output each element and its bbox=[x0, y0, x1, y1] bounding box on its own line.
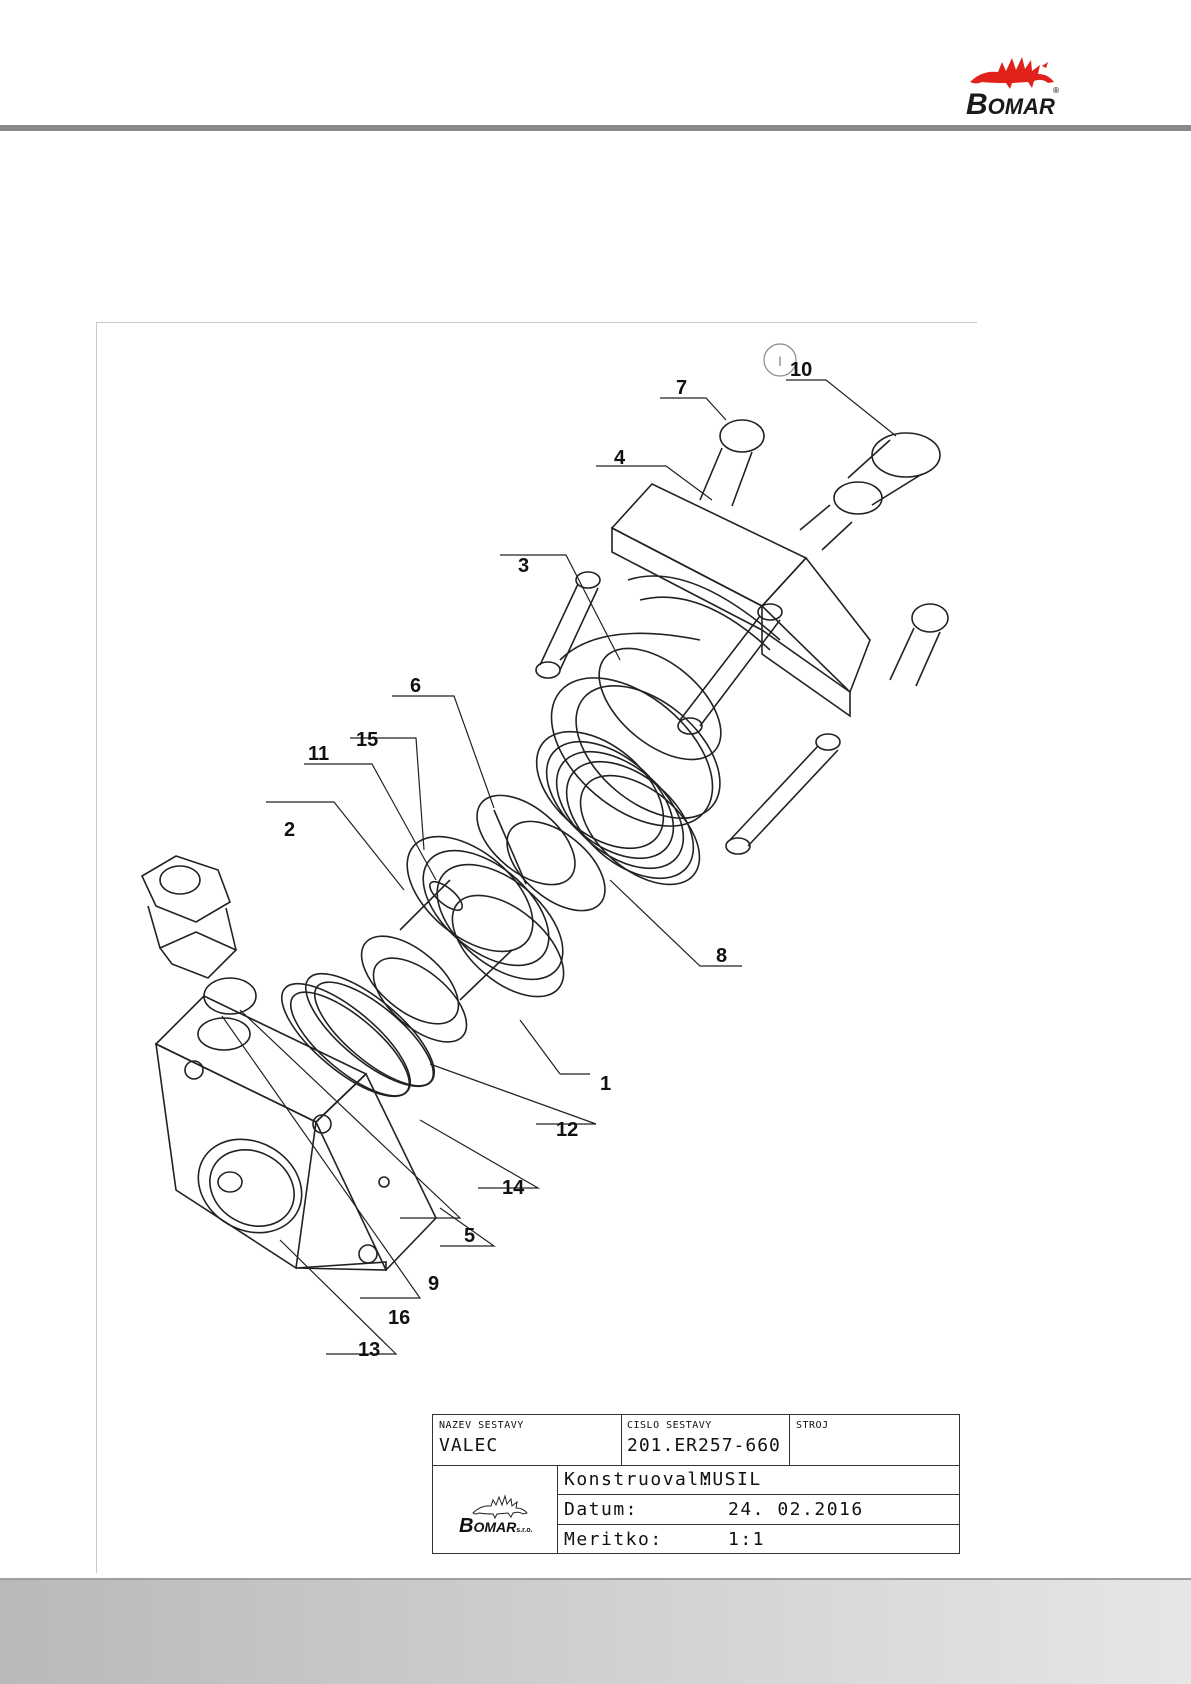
part-4-flange bbox=[612, 484, 870, 716]
callout-8: 8 bbox=[716, 945, 727, 967]
callout-5: 5 bbox=[464, 1225, 475, 1247]
designer-value: MUSIL bbox=[700, 1469, 762, 1490]
part-2-rod bbox=[346, 880, 512, 1057]
scale-row: Meritko: 1:1 bbox=[558, 1525, 959, 1554]
callout-2: 2 bbox=[284, 819, 295, 841]
callout-7: 7 bbox=[676, 377, 687, 399]
title-block-logo: BOMARs.r.o. bbox=[433, 1465, 558, 1553]
assembly-number: 201.ER257-660 bbox=[627, 1435, 781, 1456]
assembly-number-cell: CISLO SESTAVY 201.ER257-660 bbox=[621, 1415, 790, 1465]
callout-1: 1 bbox=[600, 1073, 611, 1095]
callout-14: 14 bbox=[502, 1177, 525, 1199]
assembly-name: VALEC bbox=[439, 1435, 498, 1456]
part-10-plug bbox=[800, 433, 940, 550]
date-row: Datum: 24. 02.2016 bbox=[558, 1495, 959, 1525]
circled-marker: I bbox=[778, 353, 782, 369]
designer-row: Konstruoval: MUSIL bbox=[558, 1465, 959, 1495]
callout-9: 9 bbox=[428, 1273, 439, 1295]
exploded-assembly-drawing: I 1 2 3 4 5 6 7 8 9 10 11 12 13 14 15 16 bbox=[0, 0, 1191, 1580]
part-9-fitting bbox=[142, 856, 256, 1050]
date-value: 24. 02.2016 bbox=[728, 1499, 864, 1520]
callout-11: 11 bbox=[308, 743, 329, 765]
machine-cell: STROJ bbox=[790, 1415, 959, 1465]
page-footer bbox=[0, 1580, 1191, 1684]
part-7-screws bbox=[536, 420, 948, 854]
part-3-body bbox=[524, 627, 744, 855]
callout-4: 4 bbox=[614, 447, 626, 469]
assembly-name-cell: NAZEV SESTAVY VALEC bbox=[433, 1415, 622, 1465]
callout-15: 15 bbox=[356, 729, 378, 751]
callout-leaders bbox=[222, 380, 896, 1354]
callout-6: 6 bbox=[410, 675, 421, 697]
stegosaurus-icon bbox=[433, 1465, 557, 1553]
scale-value: 1:1 bbox=[728, 1529, 765, 1550]
callout-13: 13 bbox=[358, 1339, 380, 1361]
callout-12: 12 bbox=[556, 1119, 578, 1141]
callout-10: 10 bbox=[790, 359, 812, 381]
callout-3: 3 bbox=[518, 555, 529, 577]
title-block: NAZEV SESTAVY VALEC CISLO SESTAVY 201.ER… bbox=[432, 1414, 960, 1554]
callout-16: 16 bbox=[388, 1307, 410, 1329]
part-8-piston bbox=[515, 709, 719, 906]
